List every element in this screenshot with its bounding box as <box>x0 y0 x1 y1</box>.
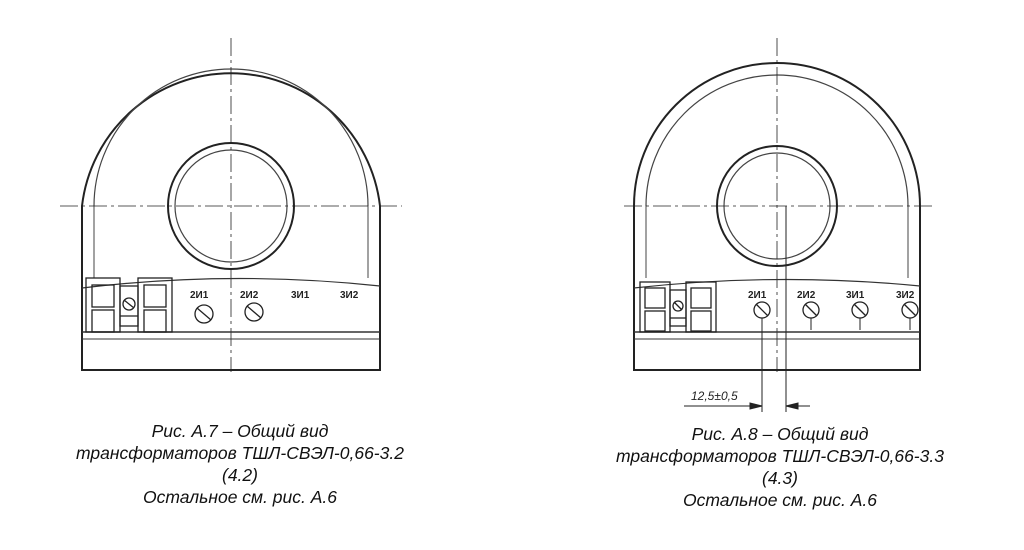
terminal-label-3i2: 3И2 <box>896 290 915 301</box>
terminal-label-2i1: 2И1 <box>190 290 209 301</box>
caption-line-1: Рис. А.7 – Общий вид <box>151 421 329 441</box>
caption-line-2: трансформаторов ТШЛ-СВЭЛ-0,66-3.2 <box>76 443 404 463</box>
terminal-label-2i2: 2И2 <box>240 290 259 301</box>
caption-line-3: (4.2) <box>222 465 258 485</box>
screw-3i2 <box>901 301 919 330</box>
figure-a7: 2И1 2И2 3И1 3И2 Рис. А.7 – Общий вид тра… <box>0 0 480 550</box>
caption-line-2: трансформаторов ТШЛ-СВЭЛ-0,66-3.3 <box>616 446 944 466</box>
transformer-drawing-a7: 2И1 2И2 3И1 3И2 <box>60 38 402 372</box>
terminal-label-3i2: 3И2 <box>340 290 359 301</box>
transformer-drawing-a8: 2И1 2И2 3И1 3И2 12,5±0,5 <box>624 38 932 412</box>
terminal-label-3i1: 3И1 <box>846 290 865 301</box>
housing-outline <box>81 72 381 371</box>
figure-caption-a8: Рис. А.8 – Общий вид трансформаторов ТШЛ… <box>536 423 1024 511</box>
connector-block <box>85 277 173 333</box>
terminal-label-3i1: 3И1 <box>291 290 310 301</box>
housing-outline <box>633 62 921 371</box>
figure-caption-a7: Рис. А.7 – Общий вид трансформаторов ТШЛ… <box>0 420 480 508</box>
connector-block <box>639 281 717 333</box>
dimension-12-5 <box>684 206 810 412</box>
screw-2i2 <box>244 302 264 322</box>
caption-line-1: Рис. А.8 – Общий вид <box>691 424 869 444</box>
screw-2i1 <box>194 304 214 324</box>
screw-2i2 <box>802 301 820 330</box>
screw-3i1 <box>851 301 869 330</box>
caption-line-4: Остальное см. рис. А.6 <box>143 487 337 507</box>
terminal-label-2i1: 2И1 <box>748 290 767 301</box>
caption-line-3: (4.3) <box>762 468 798 488</box>
terminal-label-2i2: 2И2 <box>797 290 816 301</box>
figure-a8: 2И1 2И2 3И1 3И2 12,5±0,5 Рис. А.8 – Общи… <box>536 0 1024 550</box>
dimension-label: 12,5±0,5 <box>691 389 738 403</box>
caption-line-4: Остальное см. рис. А.6 <box>683 490 877 510</box>
